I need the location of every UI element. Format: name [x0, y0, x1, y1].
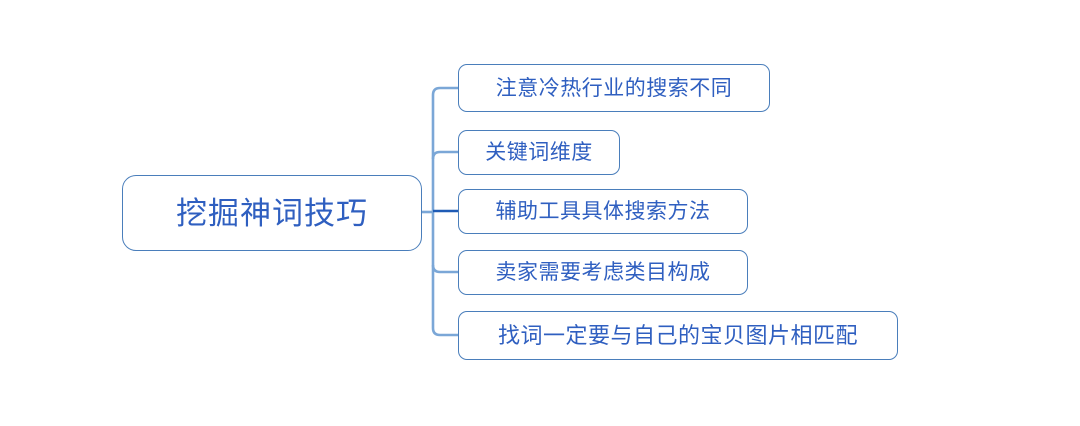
mindmap-root-node[interactable]: 挖掘神词技巧 [122, 175, 422, 251]
connector-branch-3 [431, 264, 458, 274]
mindmap-branch-node-4[interactable]: 卖家需要考虑类目构成 [458, 250, 748, 295]
mindmap-branch-label-3: 辅助工具具体搜索方法 [495, 199, 711, 223]
mindmap-branch-label-2: 关键词维度 [485, 140, 593, 164]
connector-branch-0 [431, 86, 458, 96]
mindmap-branch-label-4: 卖家需要考虑类目构成 [495, 260, 711, 284]
mindmap-branch-node-3[interactable]: 辅助工具具体搜索方法 [458, 189, 748, 234]
mindmap-branch-node-5[interactable]: 找词一定要与自己的宝贝图片相匹配 [458, 311, 898, 360]
mindmap-branch-label-5: 找词一定要与自己的宝贝图片相匹配 [497, 322, 858, 348]
mindmap-root-label: 挖掘神词技巧 [176, 195, 368, 231]
connector-branch-4 [431, 327, 458, 337]
mindmap-branch-label-1: 注意冷热行业的搜索不同 [495, 75, 733, 100]
connector-branch-1 [431, 150, 458, 160]
mindmap-branch-node-1[interactable]: 注意冷热行业的搜索不同 [458, 64, 770, 112]
mindmap-branch-node-2[interactable]: 关键词维度 [458, 130, 620, 175]
